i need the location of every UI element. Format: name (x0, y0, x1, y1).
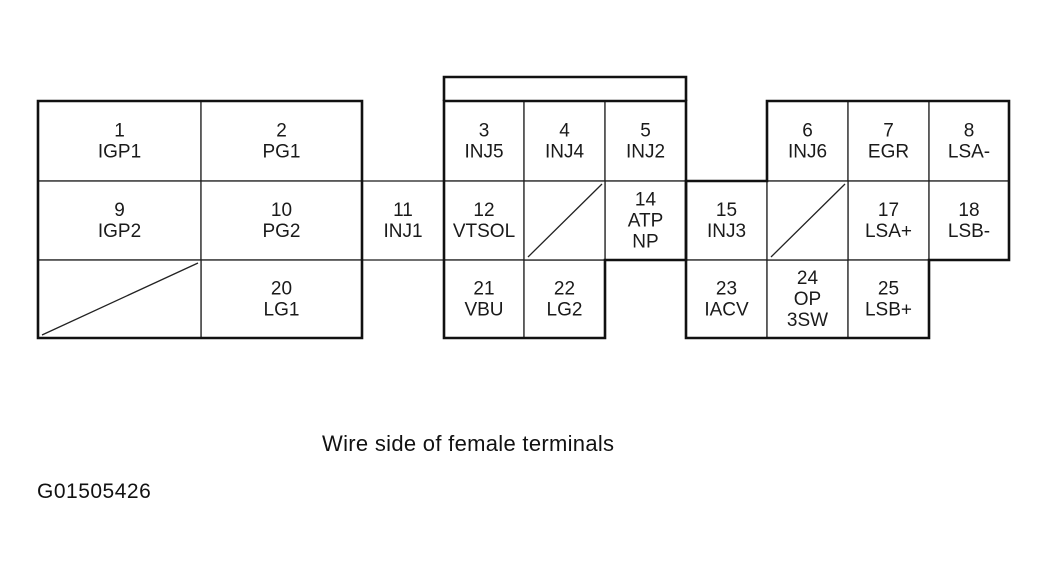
terminal-cell-25 (847, 259, 930, 339)
terminal-number: 23 (716, 279, 737, 300)
terminal-signal-name: VTSOL (453, 221, 515, 242)
terminal-number: 21 (473, 279, 494, 300)
terminal-number: 8 (964, 121, 975, 142)
terminal-signal-name: INJ2 (626, 142, 665, 163)
terminal-signal-name: INJ3 (707, 221, 746, 242)
terminal-cell-10 (200, 180, 363, 261)
empty-cavity-slash (770, 183, 846, 258)
terminal-number: 12 (473, 200, 494, 221)
terminal-signal-name: IACV (704, 300, 749, 321)
terminal-signal-name: INJ1 (383, 221, 422, 242)
terminal-cell-24 (766, 259, 849, 339)
terminal-signal-name: VBU (464, 300, 503, 321)
terminal-signal-name: LG2 (547, 300, 583, 321)
terminal-number: 5 (640, 121, 651, 142)
terminal-signal-name: IGP2 (98, 221, 141, 242)
terminal-signal-name: INJ4 (545, 142, 585, 163)
locking-tab (442, 75, 688, 101)
terminal-signal-name: PG1 (262, 142, 300, 163)
terminal-number: 20 (271, 279, 292, 300)
terminal-signal-name: EGR (868, 142, 909, 163)
connector-housing (36, 75, 1011, 340)
empty-cavity-slash (41, 262, 199, 336)
terminal-signal-name: INJ5 (464, 142, 503, 163)
terminal-cell-8 (928, 100, 1010, 182)
terminal-number: 15 (716, 200, 737, 221)
terminal-number: 9 (114, 200, 125, 221)
terminal-cell-12 (443, 180, 525, 261)
terminal-number: 18 (958, 200, 979, 221)
terminal-cell-20 (200, 259, 363, 339)
terminal-signal-name: LG1 (264, 300, 300, 321)
empty-cavities (37, 180, 849, 339)
terminal-number: 22 (554, 279, 575, 300)
terminal-number: 25 (878, 279, 899, 300)
terminal-signal-name: IGP1 (98, 142, 141, 163)
terminal-signal-name-line2: NP (632, 232, 658, 253)
terminal-number: 14 (635, 190, 657, 211)
terminal-signal-name: LSA+ (865, 221, 912, 242)
terminal-number: 7 (883, 121, 894, 142)
terminal-cell-1 (37, 100, 202, 182)
terminal-labels: 1IGP12PG13INJ54INJ45INJ26INJ67EGR8LSA-9I… (98, 121, 990, 332)
terminal-number: 11 (393, 200, 413, 221)
empty-cavity-slash (527, 183, 603, 258)
terminal-cells (37, 100, 1010, 339)
terminal-number: 6 (802, 121, 813, 142)
terminal-signal-name: PG2 (262, 221, 300, 242)
terminal-number: 2 (276, 121, 287, 142)
housing-block-right (684, 99, 1011, 340)
terminal-number: 10 (271, 200, 292, 221)
terminal-signal-name: ATP (628, 211, 664, 232)
terminal-cell-23 (685, 259, 768, 339)
terminal-signal-name-line2: 3SW (787, 310, 828, 331)
terminal-number: 3 (479, 121, 490, 142)
terminal-signal-name: OP (794, 289, 821, 310)
terminal-cell-18 (928, 180, 1010, 261)
terminal-cell-2 (200, 100, 363, 182)
figure-id: G01505426 (37, 480, 152, 503)
terminal-cell-22 (523, 259, 606, 339)
terminal-number: 17 (878, 200, 899, 221)
terminal-number: 4 (559, 121, 570, 142)
housing-block-left (36, 99, 364, 340)
terminal-signal-name: INJ6 (788, 142, 827, 163)
terminal-number: 1 (114, 121, 125, 142)
terminal-signal-name: LSB- (948, 221, 990, 242)
terminal-number: 24 (797, 268, 819, 289)
terminal-signal-name: LSB+ (865, 300, 912, 321)
diagram-caption: Wire side of female terminals (322, 431, 615, 456)
terminal-signal-name: LSA- (948, 142, 990, 163)
